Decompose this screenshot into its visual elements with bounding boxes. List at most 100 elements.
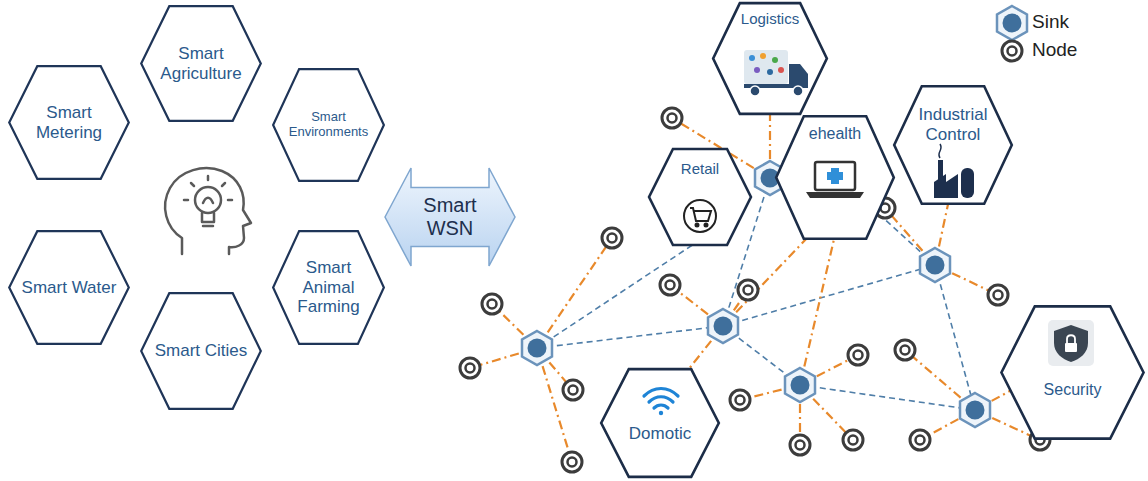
head-bulb-icon — [165, 168, 251, 254]
factory-icon — [934, 144, 974, 198]
hexagon-node: Smart Water — [8, 230, 130, 345]
hexagon-node: Industrial Control — [893, 85, 1013, 205]
truck-cab — [789, 64, 808, 86]
node-label: Smart Animal Farming — [285, 258, 373, 317]
node-label: Smart Environments — [285, 110, 373, 140]
hexagon-outline — [141, 293, 261, 409]
factory-smoke — [939, 144, 941, 158]
hexagon-node: Smart Environments — [272, 68, 385, 182]
shield — [1054, 325, 1088, 362]
sink-symbol — [785, 368, 815, 402]
lock-shackle — [1067, 335, 1075, 343]
truck-icon — [744, 50, 808, 96]
node-symbol — [460, 358, 480, 378]
node-link — [800, 235, 835, 385]
hexagon-outline — [649, 149, 751, 245]
hexagon-node: Security — [1000, 305, 1145, 440]
hexagon-outline — [894, 86, 1012, 204]
node-label: Smart Cities — [154, 341, 249, 361]
node-symbol — [602, 228, 622, 248]
node-symbol — [848, 345, 868, 365]
hexagon-outline — [713, 3, 827, 114]
sink-link — [723, 265, 935, 326]
hexagon-node: ehealth — [775, 115, 895, 240]
cargo-dot — [749, 55, 755, 61]
truck-wheel — [750, 86, 760, 96]
laptop-icon — [806, 162, 864, 198]
node-link — [537, 238, 612, 348]
legend-label: Sink — [1032, 11, 1069, 33]
bulb — [195, 187, 221, 213]
arrow-node: Smart WSN — [385, 168, 515, 266]
cargo-dot — [754, 67, 760, 73]
hexagon-outline — [9, 231, 129, 344]
hexagon-node: Domotic — [600, 368, 720, 478]
node-symbol — [660, 275, 680, 295]
truck-chassis — [744, 84, 808, 88]
node-label: Smart Agriculture — [154, 44, 249, 83]
node-label: Retail — [664, 160, 737, 177]
hexagon-shape — [600, 368, 720, 478]
hexagon-outline — [9, 66, 129, 179]
double-arrow-outline — [385, 168, 515, 266]
cargo-dot — [772, 57, 778, 63]
node-link — [537, 348, 572, 462]
node-label: Domotic — [618, 424, 702, 444]
node-symbol — [738, 280, 758, 300]
hexagon-outline — [1001, 306, 1143, 438]
sink-link — [935, 265, 975, 410]
sink-link — [537, 240, 700, 348]
factory-tank — [961, 168, 974, 198]
cart-wheel — [696, 224, 699, 227]
node-symbol — [790, 435, 810, 455]
sink-symbol — [708, 309, 738, 343]
node-label: Smart Water — [22, 278, 117, 298]
bulb-rays — [184, 176, 232, 200]
hexagon-outline — [141, 6, 261, 121]
node-symbol — [562, 452, 582, 472]
cargo-dot — [760, 53, 766, 59]
hexagon-shape — [1000, 305, 1145, 440]
hexagon-node: Smart Animal Farming — [272, 230, 385, 345]
truck-wheel — [793, 86, 803, 96]
hexagon-node: Smart Agriculture — [140, 5, 262, 122]
wifi-arc — [649, 397, 673, 402]
node-link — [723, 235, 810, 326]
cargo-dot — [767, 69, 773, 75]
lock-body — [1065, 343, 1077, 352]
legend-samples — [997, 6, 1027, 61]
sink-symbol — [997, 6, 1027, 40]
node-label: Smart WSN — [414, 194, 486, 240]
wifi-icon — [644, 389, 678, 416]
hexagon-node: Smart Cities — [140, 292, 262, 410]
node-label: Smart Metering — [22, 103, 117, 142]
truck-cargo — [744, 50, 788, 84]
node-symbol — [730, 390, 750, 410]
head-outline — [165, 168, 251, 254]
node-symbol — [662, 108, 682, 128]
sink-symbol — [522, 331, 552, 365]
hexagon-outline — [776, 116, 894, 239]
hexagon-shape — [893, 85, 1013, 205]
node-symbol — [482, 294, 502, 314]
wifi-dot — [659, 411, 663, 415]
cart-icon — [684, 200, 716, 232]
node-symbol — [563, 380, 583, 400]
legend-label: Node — [1032, 39, 1077, 61]
sink-symbol — [920, 248, 950, 282]
factory-body — [934, 174, 958, 198]
cart-body — [690, 208, 711, 221]
hexagon-outline — [273, 69, 384, 181]
bulb-base — [202, 198, 214, 226]
sink-link-lines — [537, 140, 975, 410]
factory-chimney — [938, 160, 943, 184]
shield-icon — [1048, 320, 1094, 366]
node-label: Logistics — [730, 10, 811, 27]
hexagon-node: Retail — [648, 148, 752, 246]
laptop-base — [806, 192, 864, 198]
node-label: Industrial Control — [911, 105, 995, 144]
hexagon-node: Smart Metering — [8, 65, 130, 180]
cart-circle — [684, 200, 716, 232]
hexagon-node: Logistics — [712, 2, 828, 115]
